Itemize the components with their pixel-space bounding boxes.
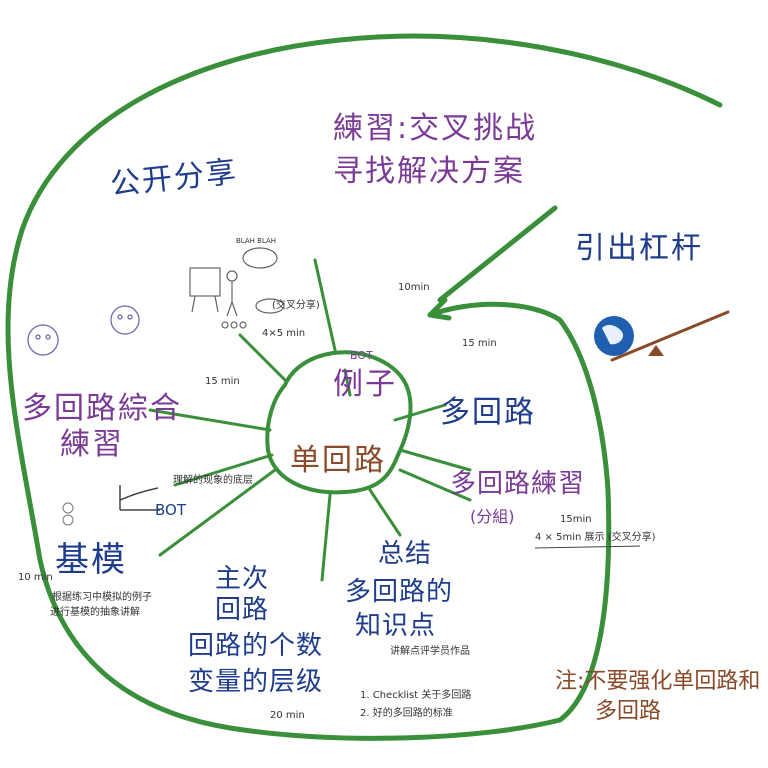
combined-practice-label: 多回路綜合: [22, 391, 182, 426]
bot-label: BOT: [155, 501, 186, 519]
example-bot-tag: BOT: [350, 349, 373, 362]
time-10min-left: 10 min: [18, 572, 53, 583]
center-blob: [265, 350, 413, 495]
grouping-label: (分組): [470, 507, 515, 526]
mainline-label: 主次: [215, 564, 270, 594]
time-20min: 20 min: [270, 710, 305, 721]
branch-multi-practice: [398, 448, 472, 472]
lever-divider: [534, 545, 641, 549]
bot-axes-icon: [119, 485, 160, 511]
loop-arrow-head: [427, 297, 452, 321]
presenter-sketch-icon: [189, 247, 285, 329]
share-note: (交叉分享): [272, 300, 320, 311]
note-label: 注:不要强化单回路和: [555, 669, 761, 694]
branch-modeling: [158, 468, 277, 557]
bot-note: 理解的现象的底层: [173, 475, 253, 486]
lever-icon: [610, 310, 730, 362]
speech-bubble-text: BLAH BLAH: [236, 237, 277, 245]
summary-label-2: 多回路的: [345, 577, 454, 607]
share-note-2: 4 × 5min 展示 (交叉分享): [535, 532, 656, 543]
time-15min-right: 15 min: [462, 338, 497, 349]
bullet-variable-level: 变量的层级: [188, 667, 324, 697]
combined-practice-label-2: 練習: [60, 427, 124, 462]
time-15min-practice: 15min: [560, 514, 592, 525]
modeling-note-2: 进行基模的抽象讲解: [50, 607, 140, 618]
bullet-loop-count: 回路的个数: [188, 631, 324, 661]
branch-mainline: [320, 493, 332, 582]
checklist-item-1: 1. Checklist 关于多回路: [360, 690, 472, 701]
branch-summary: [368, 488, 402, 537]
branch-combined: [148, 408, 272, 432]
branch-example: [343, 368, 352, 397]
branch-practice-line: [398, 468, 472, 502]
practice-subtitle: 寻找解决方案: [333, 154, 525, 189]
fulcrum-icon: [648, 345, 664, 356]
checklist-item-2: 2. 好的多回路的标准: [360, 708, 453, 719]
share-time: 4×5 min: [262, 328, 306, 339]
time-15min-left: 15 min: [205, 376, 240, 387]
note-label-2: 多回路: [595, 699, 662, 724]
globe-land-icon: [602, 325, 624, 345]
practice-title: 練習:交叉挑战: [333, 111, 538, 146]
outer-loop: [5, 33, 723, 741]
entry-arrow: [437, 205, 558, 303]
summary-note: 讲解点评学员作品: [390, 646, 470, 657]
modeling-note: 根据练习中模拟的例子: [52, 592, 152, 603]
small-circles-icon: [62, 502, 74, 526]
lever-label: 引出杠杆: [575, 231, 703, 266]
center-label: 单回路: [290, 443, 386, 478]
multi-loop-label: 多回路: [440, 395, 536, 430]
time-10min-top: 10min: [398, 282, 430, 293]
mainline-label-2: 回路: [215, 595, 270, 625]
branch-bot: [173, 453, 274, 487]
summary-label-3: 知识点: [355, 611, 437, 641]
summary-label: 总结: [378, 539, 433, 569]
cartoon-characters-icon: [27, 305, 140, 356]
example-label: 例子: [333, 367, 397, 402]
branch-multi: [393, 403, 447, 422]
multi-practice-label: 多回路練習: [450, 469, 586, 499]
branch-drawing: [238, 333, 287, 382]
modeling-label: 基模: [55, 540, 127, 580]
branch-share: [313, 258, 337, 352]
